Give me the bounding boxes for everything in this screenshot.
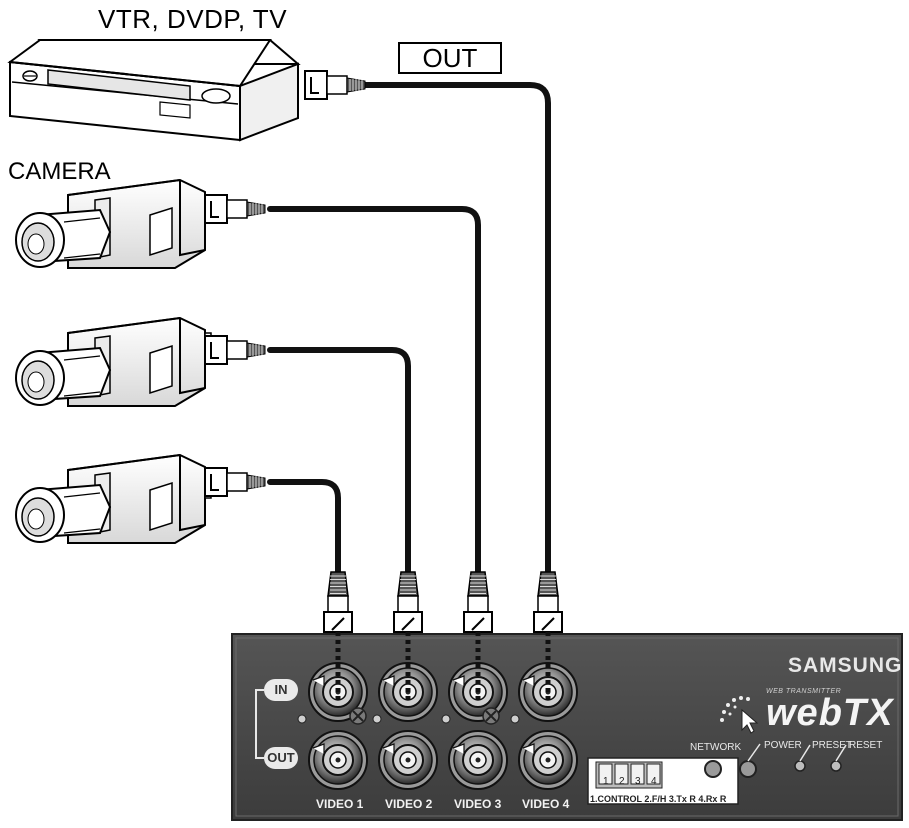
video-2-plug bbox=[393, 571, 423, 633]
dip-number-2: 2 bbox=[619, 776, 625, 787]
dip-number-1: 1 bbox=[603, 776, 609, 787]
preset-button[interactable] bbox=[794, 744, 811, 772]
samsung-brand: SAMSUNG bbox=[788, 654, 903, 677]
cable-camera-3 bbox=[267, 479, 341, 581]
camera-3-plug bbox=[204, 467, 266, 497]
network-label: NETWORK bbox=[690, 742, 742, 753]
cable-out bbox=[362, 82, 551, 581]
video-4-label: VIDEO 4 bbox=[522, 797, 570, 811]
reset-label: RESET bbox=[849, 740, 883, 751]
video-2-label: VIDEO 2 bbox=[385, 797, 433, 811]
camera-2 bbox=[15, 316, 212, 407]
video-4-out-connector[interactable] bbox=[518, 730, 578, 790]
camera-label: CAMERA bbox=[8, 158, 111, 185]
camera-1 bbox=[15, 178, 212, 269]
webtx-logo-text: webTX bbox=[766, 692, 894, 734]
video-1-out-connector[interactable] bbox=[308, 730, 368, 790]
dip-switch[interactable] bbox=[587, 757, 739, 805]
panel-screws bbox=[297, 707, 520, 725]
video-1-label: VIDEO 1 bbox=[316, 797, 364, 811]
video-3-label: VIDEO 3 bbox=[454, 797, 502, 811]
dip-switch-label: 1.CONTROL 2.F/H 3.Tx R 4.Rx R bbox=[590, 794, 727, 804]
in-label: IN bbox=[264, 679, 298, 701]
reset-button[interactable] bbox=[830, 744, 847, 772]
logo-subtitle: WEB TRANSMITTER bbox=[766, 688, 842, 695]
video-3-out-connector[interactable] bbox=[448, 730, 508, 790]
out-label: OUT bbox=[264, 747, 298, 769]
power-label: POWER bbox=[764, 740, 802, 751]
preset-label: PRESET bbox=[812, 740, 853, 751]
video-1-plug bbox=[323, 571, 353, 633]
out-source-plug bbox=[304, 70, 366, 100]
camera-2-plug bbox=[204, 335, 266, 365]
vtr-dvdp-tv-label: VTR, DVDP, TV bbox=[98, 4, 288, 34]
cable-camera-2 bbox=[267, 347, 411, 581]
video-4-plug bbox=[533, 571, 563, 633]
webtx-logo-mark bbox=[720, 696, 759, 734]
dip-number-3: 3 bbox=[635, 776, 641, 787]
camera-1-plug bbox=[204, 194, 266, 224]
camera-3 bbox=[15, 453, 212, 544]
vtr-device bbox=[7, 39, 301, 142]
cable-camera-1 bbox=[267, 206, 481, 581]
network-port[interactable] bbox=[704, 760, 722, 778]
video-3-plug bbox=[463, 571, 493, 633]
video-2-out-connector[interactable] bbox=[378, 730, 438, 790]
out-box-label: OUT bbox=[398, 42, 502, 74]
power-jack[interactable] bbox=[739, 743, 761, 778]
dip-number-4: 4 bbox=[651, 776, 657, 787]
